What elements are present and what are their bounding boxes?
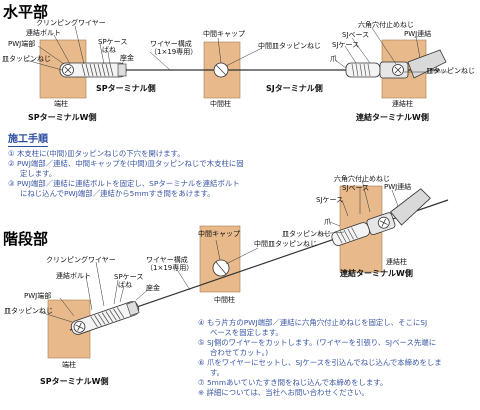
conn-terminal-w-s: 連結ターミナルW側: [340, 269, 413, 278]
step-line: ② PWJ端部／連結、中間キャップを(中間)皿タッピンねじで木支柱に固: [8, 159, 244, 168]
label-sj-case-s: SJケース: [316, 196, 344, 204]
mid-post-label-h: 中間柱: [210, 100, 231, 108]
conn-post-label-h: 連結柱: [392, 100, 413, 108]
label-wire-spec-1-h: ワイヤー構成: [150, 40, 192, 48]
label-pwj-end-s: PWJ端部: [24, 292, 52, 300]
step-line: にねじ込んでPWJ端部／連結から5mmすき間をあけます。: [20, 189, 215, 198]
label-wire-spec-2-h: （1×19専用）: [150, 48, 198, 56]
label-seat-s: 座金: [146, 284, 160, 292]
step-line: ⑥ 爪をワイヤーにセットし、SJケースを引込んでねじ込んで本締めをしま: [198, 358, 442, 367]
label-sara-screw-right-h: 皿タッピンねじ: [426, 67, 475, 75]
procedure-title: 施工手順: [8, 134, 48, 147]
step-line: す。: [210, 368, 225, 377]
step-line: ③ PWJ端部／連結に連結ボルトを固定し、SPターミナルを連結ボルト: [8, 179, 240, 188]
label-hex-screw-s: 六角穴付止めねじ: [334, 175, 390, 183]
label-sj-case-h: SJケース: [332, 41, 360, 49]
sj-terminal-s: [331, 188, 431, 246]
end-post-label-s: 端柱: [62, 361, 76, 369]
label-sp-case-h: SPケース: [98, 38, 128, 46]
label-crimp-wire-h: クリンピングワイヤー: [36, 19, 106, 27]
end-post-label-h: 端柱: [54, 100, 68, 108]
step-line: ⑦ 5mmあいていたすき間をねじ込んで本締めをします。: [198, 378, 388, 387]
label-spring-h: ばね: [102, 46, 116, 54]
stairs-title: 階段部: [3, 230, 49, 248]
sj-terminal-h: [345, 49, 447, 79]
label-pwj-end-h: PWJ端部: [8, 40, 36, 48]
label-sj-base-s: SJベース: [342, 184, 370, 192]
horizontal-title: 水平部: [3, 3, 49, 21]
label-sara-screw-left-s: 皿タッピンねじ: [4, 307, 53, 315]
label-pwj-conn-s: PWJ連結: [384, 183, 412, 191]
sp-terminal-s: [70, 300, 140, 335]
label-mid-sara-screw-h: 中間皿タッピンねじ: [258, 42, 321, 50]
label-wire-spec-1-s: ワイヤー構成: [146, 256, 188, 264]
label-pwj-conn-h: PWJ連結: [404, 30, 432, 38]
step-line: ※ 詳細については、当社へお問い合わせください。: [198, 388, 369, 397]
step-line: 定します。: [20, 169, 57, 178]
label-wire-spec-2-s: （1×19専用）: [146, 264, 194, 272]
mid-post-label-s: 中間柱: [214, 296, 235, 304]
step-line: ベースを固定します。: [210, 328, 283, 337]
label-conn-bolt-h: 連結ボルト: [26, 29, 61, 37]
procedure-steps-b: ④ もう片方のPWJ端部／連結に六角穴付止めねじを固定し、そこにSJ ベースを固…: [198, 318, 478, 398]
conn-post-label-s: 連結柱: [386, 258, 407, 266]
label-seat-h: 座金: [120, 54, 134, 62]
label-sj-base-h: SJベース: [342, 31, 370, 39]
label-mid-cap-h: 中間キャップ: [203, 30, 245, 38]
sp-terminal-w-h: SPターミナルW側: [28, 113, 97, 122]
label-conn-bolt-s: 連結ボルト: [56, 272, 91, 280]
label-spring-s: ばね: [118, 281, 132, 289]
sj-terminal-side-h: SJターミナル側: [266, 84, 323, 93]
step-line: ⑤ SJ側のワイヤーをカットします。(ワイヤーを引張り、SJベース先端に: [198, 338, 437, 347]
label-sara-screw-s: 皿タッピンねじ: [282, 230, 331, 238]
sp-terminal-h: [59, 62, 127, 78]
conn-terminal-w-h: 連結ターミナルW側: [356, 113, 429, 122]
label-claw-s: 爪: [324, 218, 331, 226]
procedure-steps: ① 木支柱に(中間)皿タッピンねじの下穴を開けます。 ② PWJ端部／連結、中間…: [8, 149, 308, 199]
sp-terminal-side-h: SPターミナル側: [96, 84, 156, 93]
label-mid-sara-screw-s: 中間皿タッピンねじ: [254, 240, 317, 248]
step-line: 合わせてカット。): [210, 348, 269, 357]
step-line: ① 木支柱に(中間)皿タッピンねじの下穴を開けます。: [8, 149, 185, 158]
label-claw-h: 爪: [330, 55, 337, 63]
sp-terminal-w-s: SPターミナルW側: [40, 377, 109, 386]
label-hex-screw-h: 六角穴付止めねじ: [358, 21, 414, 29]
step-line: ④ もう片方のPWJ端部／連結に六角穴付止めねじを固定し、そこにSJ: [198, 318, 428, 327]
label-sara-screw-h: 皿タッピンねじ: [2, 55, 51, 63]
label-crimp-wire-s: クリンピングワイヤー: [46, 256, 116, 264]
label-mid-cap-s: 中間キャップ: [198, 230, 240, 238]
label-sp-case-s: SPケース: [114, 273, 144, 281]
